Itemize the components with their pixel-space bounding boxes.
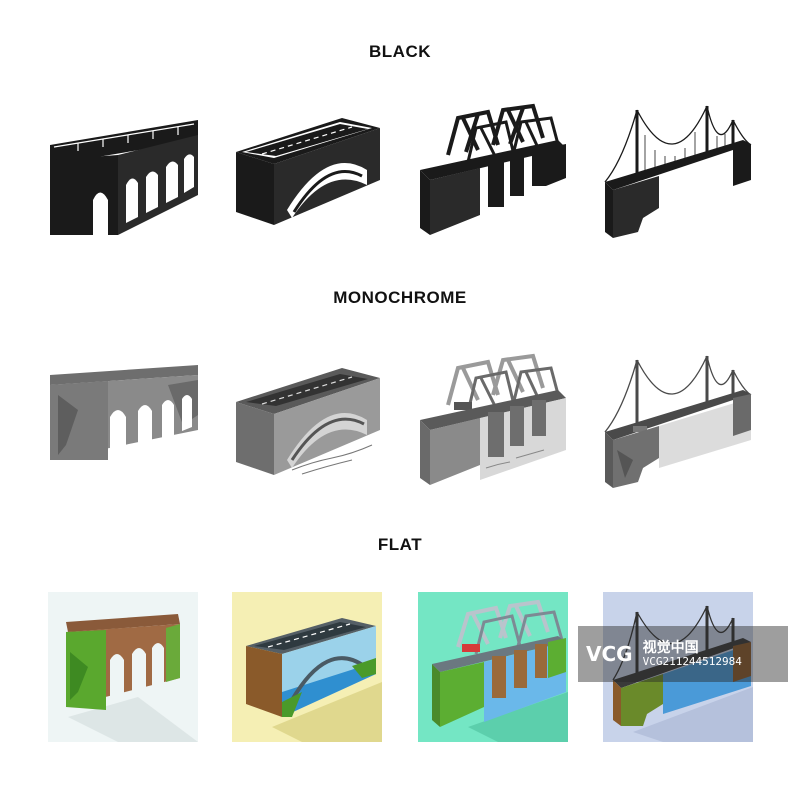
truss-railway-bridge-icon	[418, 350, 568, 500]
arch-viaduct-bridge-icon	[48, 355, 198, 505]
suspension-bridge-icon	[603, 100, 753, 250]
truss-railway-bridge-icon	[418, 100, 568, 250]
watermark-logo: VCG	[586, 642, 633, 666]
watermark-overlay: VCG 视觉中国 VCG211244512984	[578, 626, 788, 682]
truss-railway-bridge-icon	[418, 592, 568, 742]
watermark-id: VCG211244512984	[642, 654, 742, 668]
arch-viaduct-bridge-icon	[48, 592, 198, 742]
suspension-bridge-icon	[603, 350, 753, 500]
arched-road-bridge-icon	[232, 592, 382, 742]
suspension-bridge-icon	[603, 592, 753, 742]
watermark-brand: 视觉中国	[642, 639, 699, 656]
arched-road-bridge-icon	[232, 350, 382, 500]
section-title-flat: FLAT	[377, 535, 423, 554]
section-title-monochrome: MONOCHROME	[333, 288, 467, 307]
watermark-text: 视觉中国 VCG211244512984	[642, 639, 742, 668]
section-title-black: BLACK	[369, 42, 431, 61]
arched-road-bridge-icon	[232, 100, 382, 250]
arch-viaduct-bridge-icon	[48, 105, 198, 255]
